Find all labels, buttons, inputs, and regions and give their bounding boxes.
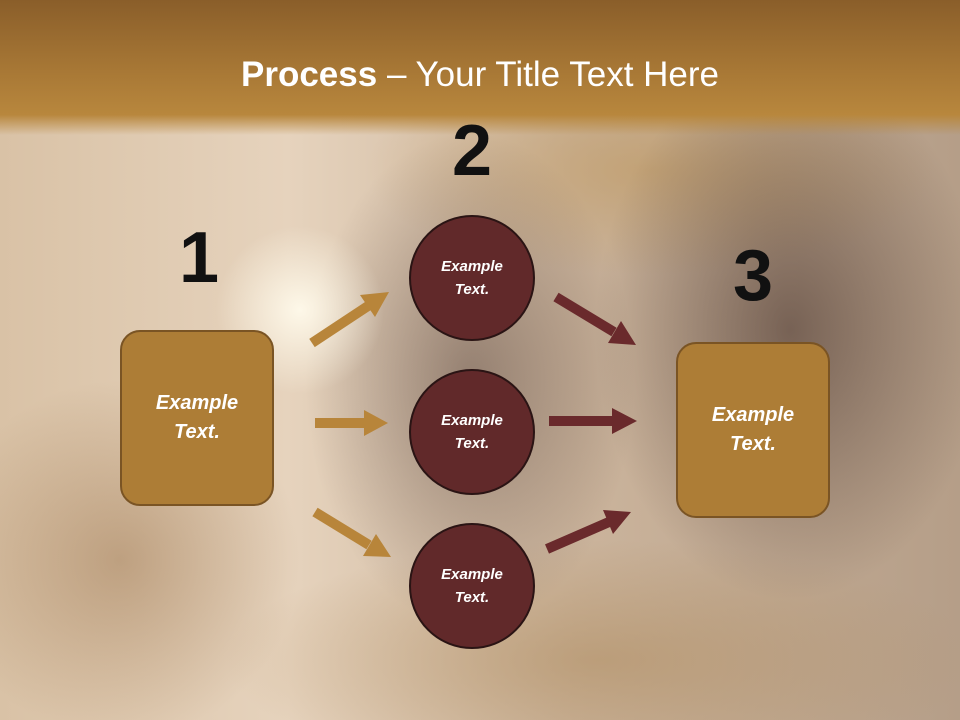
- step-1-box: Example Text.: [120, 330, 274, 506]
- title-rest: – Your Title Text Here: [377, 55, 719, 94]
- arrow-1-to-middle: [315, 410, 388, 436]
- step-3-label: Example Text.: [711, 404, 795, 455]
- slide-title: Process – Your Title Text Here: [0, 52, 960, 98]
- step-3-box: Example Text.: [676, 342, 830, 518]
- step-2-label-middle: Example Text.: [441, 412, 503, 452]
- arrow-1-to-bottom: [312, 507, 391, 557]
- step-number-1: 1: [178, 218, 220, 298]
- title-bold: Process: [241, 55, 378, 94]
- arrow-middle-to-3: [549, 408, 637, 434]
- title-bar: [0, 0, 960, 135]
- arrow-top-to-3: [553, 292, 636, 345]
- step-number-3: 3: [732, 236, 774, 316]
- step-2-label-top: Example Text.: [441, 258, 503, 298]
- step-number-2: 2: [451, 111, 493, 191]
- arrow-bottom-to-3: [545, 510, 631, 554]
- step-2-circle-top: Example Text.: [409, 215, 535, 341]
- step-2-circle-middle: Example Text.: [409, 369, 535, 495]
- step-2-label-bottom: Example Text.: [441, 566, 503, 606]
- step-2-circle-bottom: Example Text.: [409, 523, 535, 649]
- arrow-1-to-top: [309, 292, 389, 348]
- step-1-label: Example Text.: [155, 392, 239, 443]
